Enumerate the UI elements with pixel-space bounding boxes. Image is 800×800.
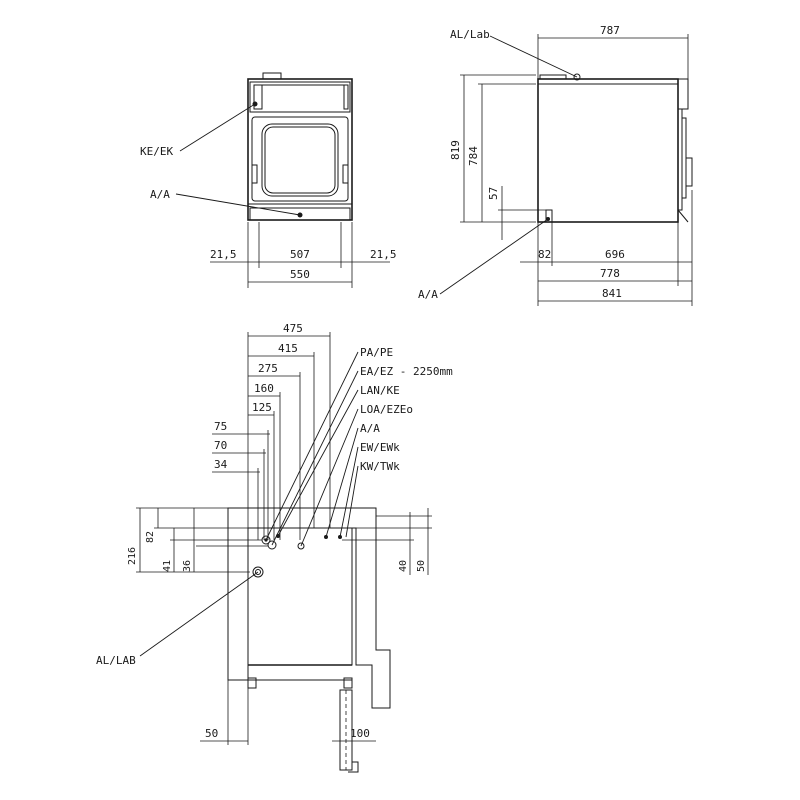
label-loa-ezeo: LOA/EZEo [360, 403, 413, 416]
label-ke-ek: KE/EK [140, 145, 173, 158]
dim-82: 82 [538, 248, 551, 261]
base-plate [249, 207, 351, 221]
label-ew-ewk: EW/EWk [360, 441, 400, 454]
label-ea-ez: EA/EZ - 2250mm [360, 365, 453, 378]
dim-41: 41 [162, 560, 173, 572]
connection-ea-ez [267, 540, 277, 550]
label-kw-twk: KW/TWk [360, 460, 400, 473]
dim-40: 40 [398, 560, 409, 572]
side-label-al-lab: AL/Lab [450, 28, 490, 41]
dim-216: 216 [127, 547, 138, 565]
connection-loa-ezeo [297, 542, 305, 550]
dim-550: 550 [290, 268, 310, 281]
dim-50-bottom: 50 [205, 727, 218, 740]
dim-507: 507 [290, 248, 310, 261]
front-body [247, 78, 353, 221]
door-top-profile [677, 78, 689, 110]
dim-50: 50 [416, 560, 427, 572]
plan-view: 475 415 275 160 125 75 70 34 216 82 41 3… [96, 322, 453, 773]
dim-70: 70 [214, 439, 227, 452]
dim-696: 696 [605, 248, 625, 261]
dim-57: 57 [487, 187, 500, 200]
oven-door [251, 116, 349, 202]
top-knob [262, 72, 282, 80]
front-view: KE/EK A/A 21,5 507 21,5 550 [140, 72, 397, 288]
door-window [261, 123, 339, 197]
dim-778: 778 [600, 267, 620, 280]
control-panel [249, 81, 351, 113]
dim-34: 34 [214, 458, 228, 471]
side-body [537, 78, 679, 223]
label-a-a: A/A [150, 188, 170, 201]
dim-36: 36 [182, 560, 193, 572]
dim-125: 125 [252, 401, 272, 414]
dim-160: 160 [254, 382, 274, 395]
connection-al-lab [252, 566, 264, 578]
label-lan-ke: LAN/KE [360, 384, 400, 397]
side-label-a-a: A/A [418, 288, 438, 301]
side-view: AL/Lab A/A 787 819 784 57 82 696 778 841 [418, 24, 693, 306]
dim-415: 415 [278, 342, 298, 355]
dim-75: 75 [214, 420, 227, 433]
dim-841: 841 [602, 287, 622, 300]
dim-right-21-5: 21,5 [370, 248, 397, 261]
dim-475: 475 [283, 322, 303, 335]
door-handle-left [251, 164, 258, 184]
dim-82-v: 82 [145, 531, 156, 543]
label-a-a-plan: A/A [360, 422, 380, 435]
dim-819: 819 [449, 140, 462, 160]
side-handle [686, 157, 693, 187]
label-pa-pe: PA/PE [360, 346, 393, 359]
display [253, 84, 263, 110]
al-lab-connection [573, 73, 581, 81]
dim-left-21-5: 21,5 [210, 248, 237, 261]
door-handle-right [342, 164, 349, 184]
dim-787: 787 [600, 24, 620, 37]
dim-275: 275 [258, 362, 278, 375]
label-al-lab-plan: AL/LAB [96, 654, 136, 667]
dim-100: 100 [350, 727, 370, 740]
dim-784: 784 [467, 146, 480, 166]
